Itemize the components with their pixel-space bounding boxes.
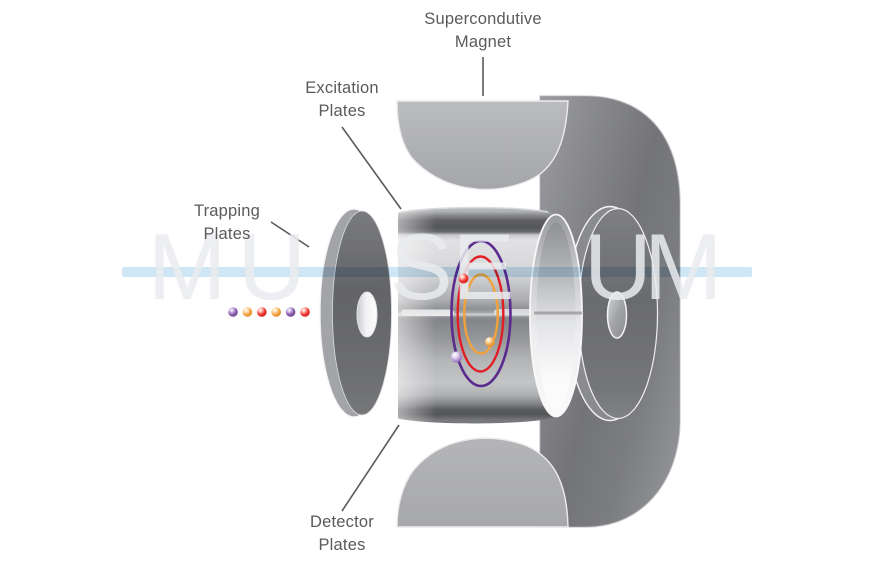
ion-purple bbox=[228, 307, 238, 317]
ion-red bbox=[257, 307, 267, 317]
label-trapping-plates: Trapping Plates bbox=[147, 200, 307, 246]
detector-leader-line bbox=[341, 424, 400, 512]
leader-lines bbox=[270, 57, 484, 512]
label-line: Plates bbox=[318, 102, 366, 120]
label-line: Plates bbox=[203, 225, 251, 243]
ion-orange bbox=[242, 307, 253, 317]
label-line: Excitation bbox=[305, 79, 379, 97]
ion-beam bbox=[228, 307, 310, 317]
beam-axis-line bbox=[122, 267, 752, 277]
label-line: Trapping bbox=[193, 202, 261, 220]
ion-purple bbox=[285, 307, 296, 317]
ion-orange bbox=[271, 307, 282, 317]
ion-red bbox=[300, 307, 310, 317]
orbit-middle-red bbox=[456, 255, 505, 373]
magnet-top-arm bbox=[396, 100, 569, 191]
magnet-bottom-arm bbox=[396, 437, 569, 528]
label-superconductive-magnet: Supercondutive Magnet bbox=[383, 8, 583, 54]
cylinder-top-edge-highlight bbox=[397, 206, 549, 214]
orbit-particle-lavender bbox=[451, 351, 462, 363]
trapping-plate-left bbox=[319, 208, 392, 418]
plate-gap-left bbox=[401, 309, 454, 316]
label-line: Plates bbox=[318, 536, 366, 554]
orbit-particle-red bbox=[458, 273, 469, 284]
label-line: Detector bbox=[310, 513, 374, 531]
trapping-plate-right bbox=[565, 205, 659, 422]
label-excitation-plates: Excitation Plates bbox=[262, 77, 422, 123]
excitation-leader-line bbox=[341, 126, 402, 210]
orbit-particle-orange bbox=[485, 337, 495, 347]
icr-cell-cylinder bbox=[397, 206, 583, 424]
orbit-outer-purple bbox=[450, 239, 512, 388]
trapping-leader-line bbox=[270, 221, 310, 248]
label-line: Magnet bbox=[454, 33, 512, 51]
trapping-plate-right-hole bbox=[606, 291, 628, 339]
label-line: Supercondutive bbox=[424, 10, 542, 28]
trapping-plate-left-hole bbox=[356, 291, 378, 338]
plate-gap-right bbox=[494, 309, 540, 316]
cap-seam-line bbox=[534, 311, 582, 315]
label-detector-plates: Detector Plates bbox=[262, 511, 422, 557]
orbit-particles bbox=[451, 273, 495, 363]
